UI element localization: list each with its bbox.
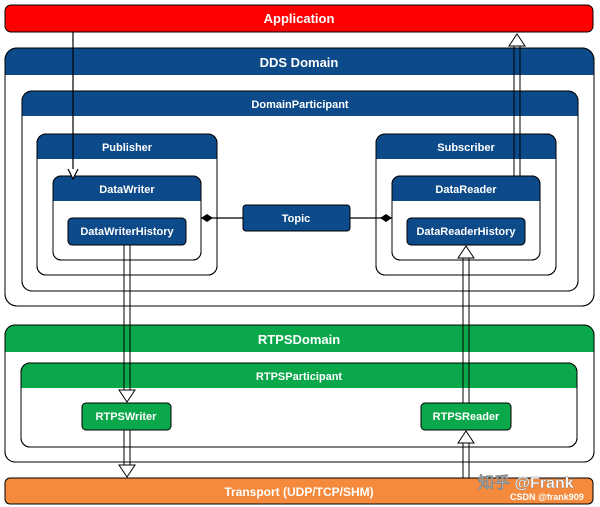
rtps-reader-to-reader-history-arrow [457,245,475,403]
transport-label: Transport (UDP/TCP/SHM) [224,485,373,499]
data-writer-label: DataWriter [99,184,155,196]
transport-to-rtps-reader-arrow [457,430,475,478]
topic: Topic [201,204,392,232]
rtps-domain-label: RTPSDomain [258,332,340,347]
data-reader-history-box [406,217,526,246]
data-reader-label: DataReader [435,184,497,196]
data-writer-history-label: DataWriterHistory [80,226,174,238]
rtps-reader: RTPSReader [420,402,512,431]
topic-box [242,204,351,232]
data-reader-history-label: DataReaderHistory [416,226,516,238]
rtps-writer: RTPSWriter [81,402,172,431]
subscriber-label: Subscriber [437,142,495,154]
data-writer-history-box [67,217,187,246]
dds-domain-label: DDS Domain [260,55,339,70]
rtps-writer-label: RTPSWriter [96,411,158,423]
data-reader: DataReader DataReaderHistory [391,175,541,261]
reader-to-app-arrow [508,33,526,176]
data-writer: DataWriter DataWriterHistory [52,175,202,261]
rtps-participant-label: RTPSParticipant [256,371,343,383]
topic-label: Topic [282,213,311,225]
rtps-writer-to-transport-arrow [118,430,136,478]
application-label: Application [264,11,335,26]
application-layer: Application [4,4,594,33]
publisher-label: Publisher [102,142,153,154]
watermark-main: 知乎 @Frank [478,473,574,492]
transport-layer: Transport (UDP/TCP/SHM) [4,477,594,505]
rtps-reader-label: RTPSReader [433,411,500,423]
domain-participant-label: DomainParticipant [251,99,349,111]
watermark-sub: CSDN @frank909 [510,492,584,502]
writer-history-to-rtps-writer-arrow [118,245,136,403]
